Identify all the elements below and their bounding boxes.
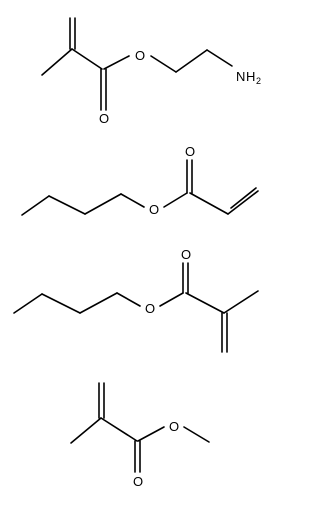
ester-oxygen-label: O	[149, 202, 159, 217]
bond	[79, 292, 118, 314]
bond	[189, 192, 229, 215]
bond	[120, 193, 145, 208]
bond	[71, 48, 103, 70]
carbonyl-oxygen-label: O	[181, 247, 191, 262]
ester-oxygen-label: O	[135, 48, 145, 63]
ester-oxygen-label: O	[169, 419, 179, 434]
molecule-butyl-methacrylate: O O	[13, 247, 259, 353]
structure-diagram: O O N H 2 O O	[13, 17, 261, 489]
carbonyl-oxygen-label: O	[133, 474, 143, 489]
bond	[163, 192, 188, 208]
bond	[230, 187, 257, 209]
bond	[103, 55, 130, 70]
bond	[175, 49, 208, 73]
bond	[84, 193, 122, 215]
bond	[223, 290, 259, 314]
bond	[70, 417, 102, 444]
amine-subscript: 2	[256, 76, 261, 86]
molecule-aminoethyl-methacrylate: O O N H 2	[41, 17, 261, 126]
carbonyl-oxygen-label: O	[185, 144, 195, 159]
bond	[159, 292, 184, 307]
structure-canvas: O O N H 2 O O	[13, 17, 261, 489]
amine-n-label: N	[236, 69, 245, 84]
bond	[150, 55, 177, 73]
bond	[183, 426, 210, 443]
bond	[206, 49, 233, 67]
bond	[137, 426, 165, 442]
bond	[41, 48, 73, 76]
molecule-methyl-methacrylate: O O	[70, 382, 210, 489]
bond	[227, 190, 259, 215]
bond	[41, 293, 81, 314]
bond	[100, 417, 138, 442]
bond	[48, 195, 86, 215]
bond	[21, 195, 50, 216]
amine-h-label: H	[246, 69, 255, 84]
carbonyl-oxygen-label: O	[99, 111, 109, 126]
ester-oxygen-label: O	[145, 301, 155, 316]
bond	[185, 292, 225, 314]
bond	[13, 293, 43, 314]
bond	[116, 292, 141, 307]
molecule-butyl-acrylate: O O	[21, 144, 259, 217]
